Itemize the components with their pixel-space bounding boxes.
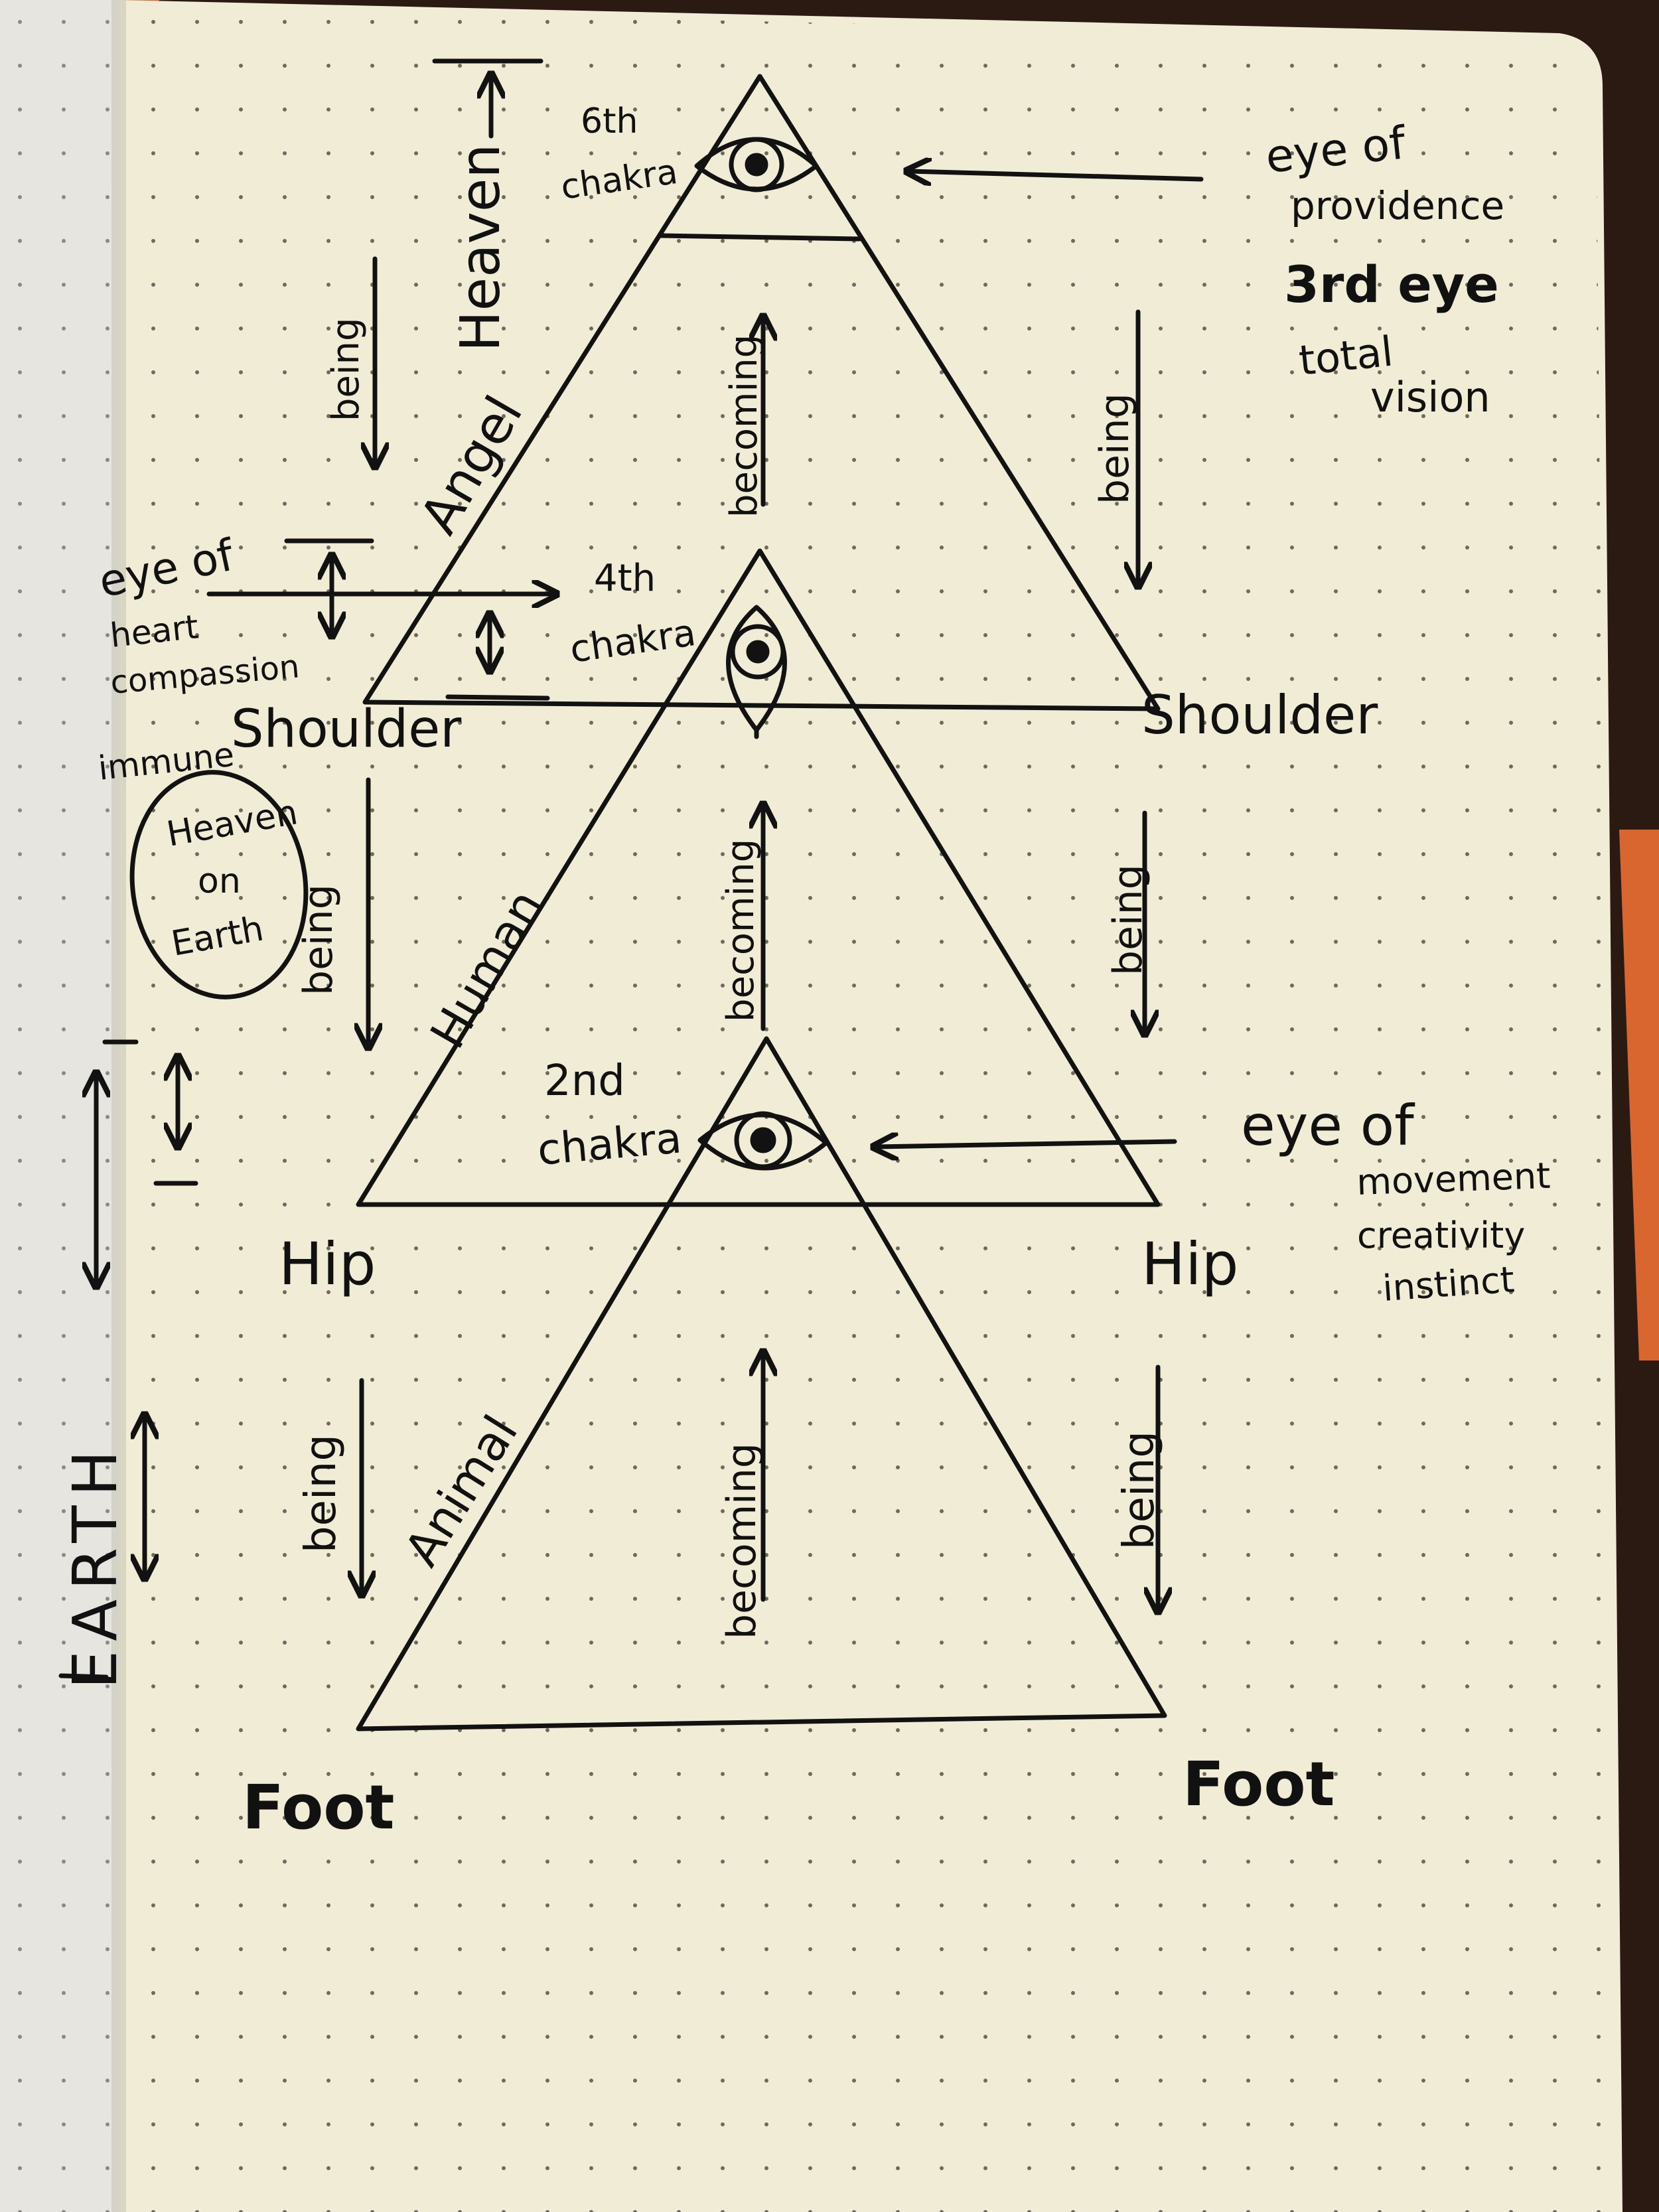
providence-pointer-arrow (909, 171, 1204, 179)
triangle-human (356, 548, 1161, 1207)
earth-label: EARTH (60, 1441, 131, 1689)
eye-of-providence-icon (694, 137, 819, 192)
being-label-left-middle: being (295, 884, 342, 995)
chakra-6-number: 6th (581, 102, 638, 141)
hip-label-left: Hip (279, 1230, 376, 1298)
sixth-chakra-band (658, 233, 862, 242)
heaven-on-earth-line-2: on (198, 861, 241, 901)
chakra-4-number: 4th (594, 557, 656, 600)
third-eye-label: 3rd eye (1284, 255, 1499, 314)
foot-label-left: Foot (242, 1772, 395, 1843)
eye-of-providence-line-2: providence (1291, 183, 1504, 228)
eye-of-movement-icon (697, 1111, 829, 1171)
triangle-angel (362, 74, 1161, 711)
earth-bar-bottom (58, 1673, 109, 1680)
foot-label-right: Foot (1183, 1749, 1335, 1820)
page-gutter (111, 0, 126, 2212)
becoming-label-top: becoming (723, 334, 766, 518)
hip-label-right: Hip (1141, 1230, 1238, 1298)
eye-of-movement-line-3: creativity (1357, 1215, 1525, 1256)
heaven-label: Heaven (449, 144, 512, 352)
shoulder-label-left: Shoulder (231, 700, 462, 759)
becoming-label-bottom: becoming (719, 1443, 765, 1639)
becoming-label-middle: becoming (719, 839, 762, 1022)
bookmark-ribbon (1619, 830, 1659, 1361)
heart-range-bar-bottom (445, 694, 550, 701)
vision-label: vision (1370, 373, 1490, 421)
triangle-animal (356, 1036, 1167, 1732)
eye-of-heart-line-2: heart (108, 607, 200, 655)
chakra-2-number: 2nd (544, 1057, 625, 1106)
right-page-dots (123, 7, 1616, 2212)
being-label-left-bottom: being (297, 1434, 346, 1553)
eye-of-movement-title: eye of (1241, 1093, 1415, 1158)
being-label-left-top: being (325, 317, 368, 421)
being-label-right-bottom: being (1115, 1431, 1164, 1550)
eye-of-movement-line-2: movement (1356, 1155, 1551, 1203)
eye-of-heart-icon (726, 605, 787, 739)
eye-of-movement-line-4: instinct (1382, 1258, 1516, 1309)
heaven-on-earth-circle (129, 770, 309, 999)
being-label-right-middle: being (1105, 864, 1151, 976)
total-label: total (1297, 327, 1396, 384)
being-label-right-top: being (1092, 393, 1138, 504)
shoulder-label-right: Shoulder (1141, 684, 1378, 746)
movement-pointer-arrow (876, 1142, 1177, 1147)
